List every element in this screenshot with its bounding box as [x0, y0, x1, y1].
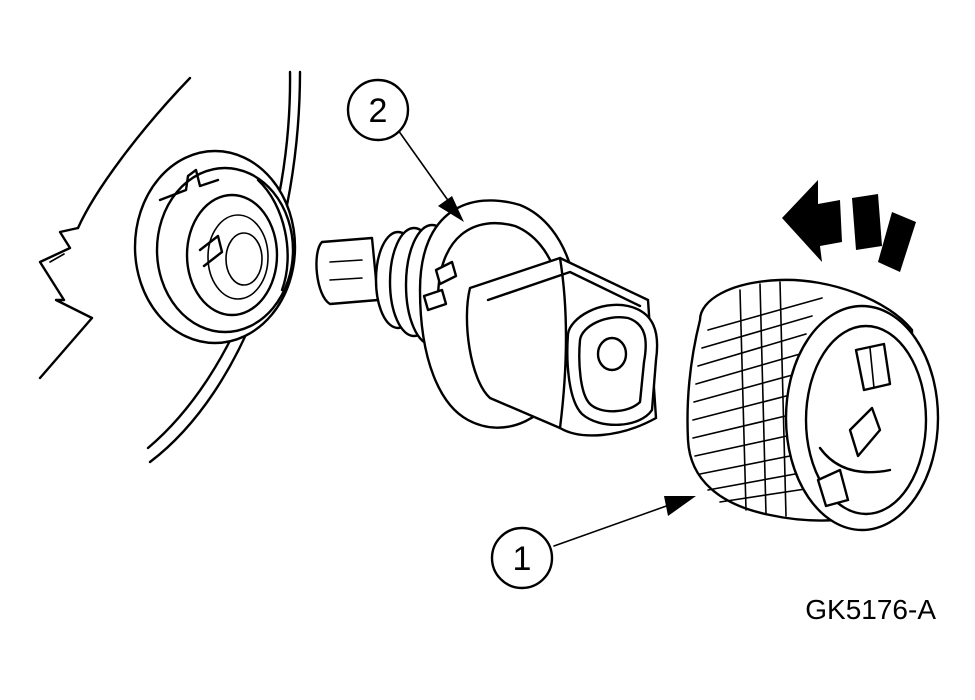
arrow-left-icon [782, 180, 916, 272]
callout-2: 2 [346, 78, 464, 222]
callout-1-label: 1 [513, 540, 532, 578]
figure-code: GK5176-A [805, 594, 936, 625]
retaining-clip [686, 278, 940, 532]
callout-2-label: 2 [369, 92, 388, 130]
callout-1: 1 [490, 496, 696, 590]
temperature-sensor [315, 199, 659, 437]
mounting-port [133, 149, 297, 345]
